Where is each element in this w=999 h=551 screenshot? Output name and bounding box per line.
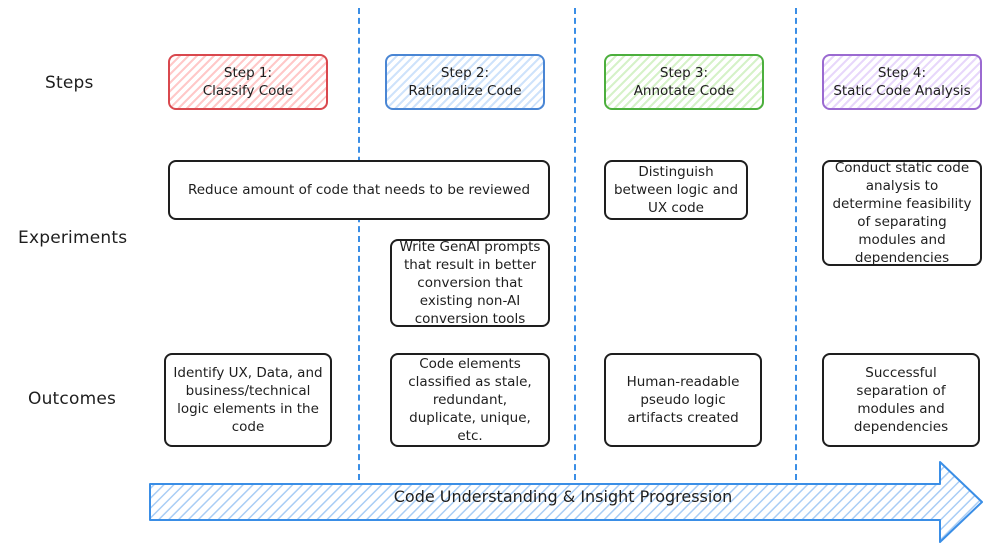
step-2-box: Step 2: Rationalize Code [385, 54, 545, 110]
step-1-box: Step 1: Classify Code [168, 54, 328, 110]
progression-arrow [148, 460, 988, 548]
progression-label: Code Understanding & Insight Progression [393, 487, 733, 506]
column-divider-3 [795, 8, 797, 480]
step-4-box: Step 4: Static Code Analysis [822, 54, 982, 110]
outcome-module-separation: Successful separation of modules and dep… [822, 353, 980, 447]
outcome-classified-elements: Code elements classified as stale, redun… [390, 353, 550, 447]
row-label-steps: Steps [45, 73, 94, 93]
experiment-distinguish-logic-ux: Distinguish between logic and UX code [604, 160, 748, 220]
row-label-outcomes: Outcomes [28, 389, 117, 409]
column-divider-2 [574, 8, 576, 480]
outcome-identify-elements: Identify UX, Data, and business/technica… [164, 353, 332, 447]
step-3-box: Step 3: Annotate Code [604, 54, 764, 110]
experiment-static-analysis: Conduct static code analysis to determin… [822, 160, 982, 266]
experiment-reduce-code: Reduce amount of code that needs to be r… [168, 160, 550, 220]
experiment-genai-prompts: Write GenAI prompts that result in bette… [390, 239, 550, 327]
column-divider-1 [358, 8, 360, 480]
outcome-pseudo-logic: Human-readable pseudo logic artifacts cr… [604, 353, 762, 447]
row-label-experiments: Experiments [18, 228, 128, 248]
